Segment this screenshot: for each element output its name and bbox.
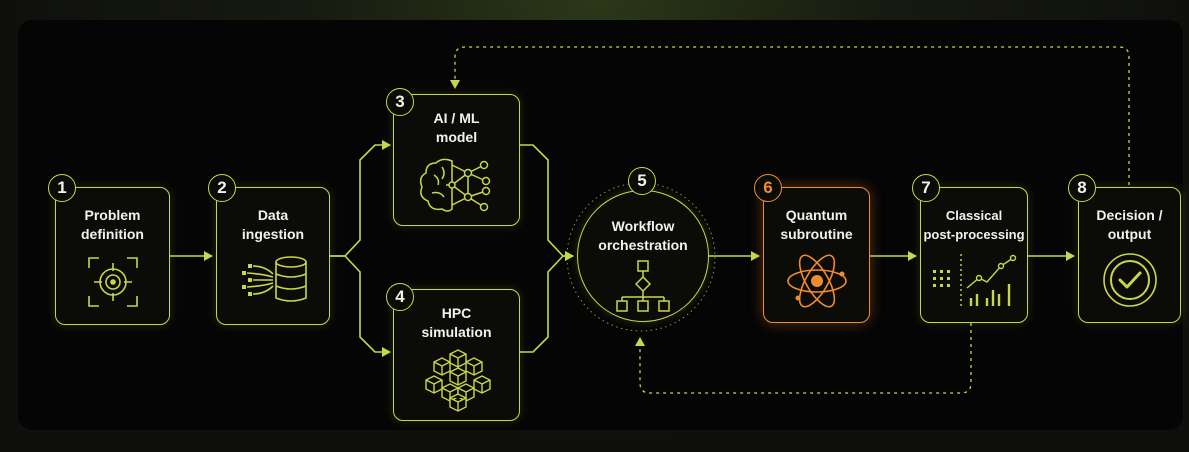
node-4-label: HPC simulation [421,305,492,340]
node-7-badge: 7 [912,174,940,202]
feedback-7-to-5 [635,323,972,394]
arrow-2-to-3 [330,140,391,257]
node-data-ingestion[interactable]: Data ingestion [216,187,330,325]
target-icon [88,257,138,307]
check-circle-icon [1103,253,1157,307]
analytics-chart-icon [933,254,1017,306]
orchestration-halo [566,182,716,332]
node-problem-definition[interactable]: Problem definition [55,187,170,325]
node-workflow-orchestration[interactable]: Workflow orchestration [577,190,709,322]
node-1-label: Problem definition [81,207,144,242]
arrow-3-to-5 [520,144,574,261]
node-classical-post-processing[interactable]: Classical post-processing [920,187,1028,323]
node-hpc-simulation[interactable]: HPC simulation [393,289,520,421]
node-1-badge: 1 [48,174,76,202]
arrow-2-to-4 [330,255,391,357]
node-7-label: Classical post-processing [923,208,1025,242]
arrow-4-to-5 [520,251,574,353]
database-icon [242,256,307,302]
cubes-icon [425,349,491,412]
node-decision-output[interactable]: Decision / output [1078,187,1181,323]
node-8-label: Decision / output [1096,207,1163,242]
feedback-8-to-3 [450,46,1130,185]
node-5-badge: 5 [628,167,656,195]
node-2-badge: 2 [208,174,236,202]
node-4-badge: 4 [386,283,414,311]
node-6-label: Quantum subroutine [780,207,853,242]
atom-icon [787,254,847,308]
node-6-badge: 6 [754,174,782,202]
node-quantum-subroutine[interactable]: Quantum subroutine [763,187,870,323]
node-3-badge: 3 [386,88,414,116]
node-5-label: Workflow orchestration [598,218,688,253]
node-ai-ml-model[interactable]: AI / ML model [393,94,520,226]
node-2-label: Data ingestion [241,207,305,242]
neural-brain-icon [419,158,491,212]
flowchart-icon [616,260,670,312]
node-3-label: AI / ML model [433,110,480,145]
node-8-badge: 8 [1068,174,1096,202]
